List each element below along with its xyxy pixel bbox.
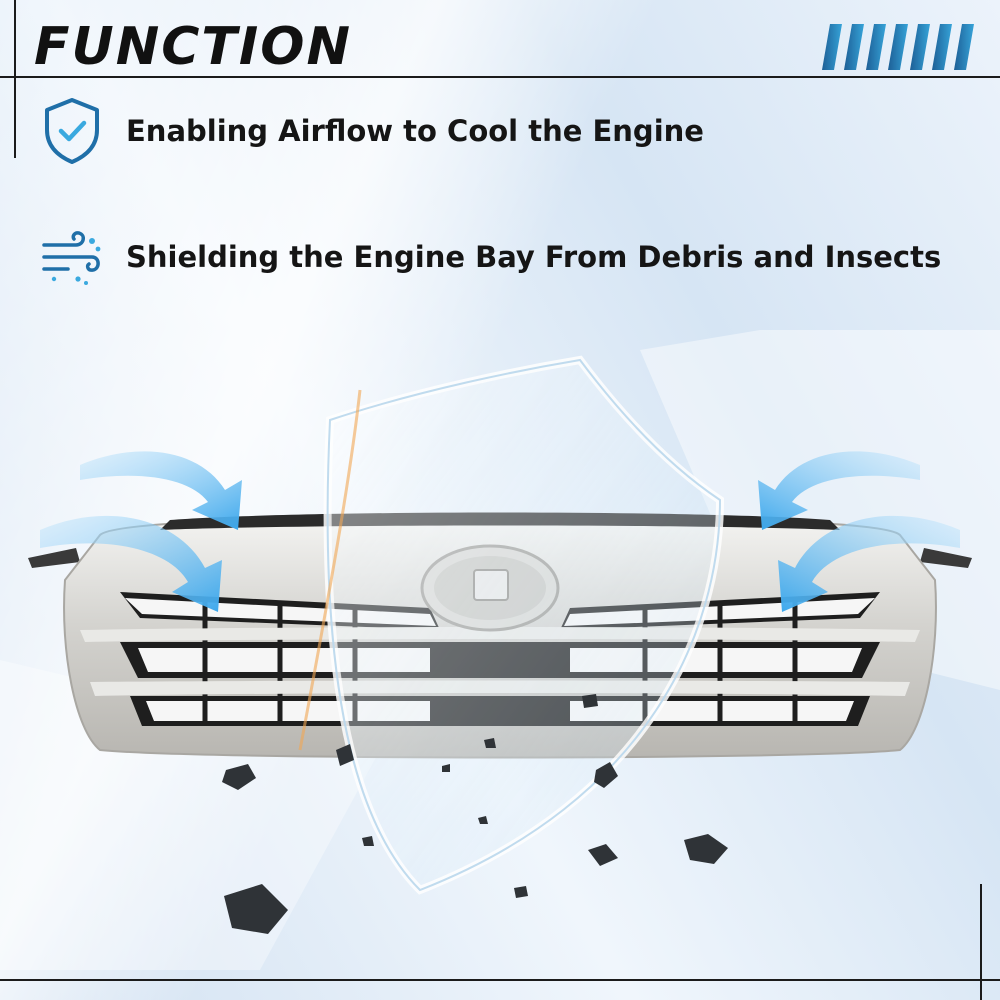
frame-line-bottom — [0, 979, 1000, 981]
page-title: FUNCTION — [34, 17, 352, 77]
debris — [222, 694, 728, 934]
airflow-arrows — [40, 451, 960, 612]
shield-overlay — [323, 355, 725, 895]
grille-illustration — [0, 330, 1000, 970]
stripes-decoration — [822, 24, 974, 70]
wind-icon — [38, 222, 106, 292]
frame-line-right — [980, 884, 982, 1000]
frame-line-top — [0, 76, 1000, 78]
feature-text: Enabling Airflow to Cool the Engine — [126, 114, 704, 148]
feature-text: Shielding the Engine Bay From Debris and… — [126, 240, 942, 274]
shield-check-icon — [38, 96, 106, 166]
grille-mount-tabs — [28, 548, 972, 568]
feature-shielding: Shielding the Engine Bay From Debris and… — [38, 222, 941, 292]
frame-line-left — [14, 0, 16, 158]
feature-airflow: Enabling Airflow to Cool the Engine — [38, 96, 704, 166]
